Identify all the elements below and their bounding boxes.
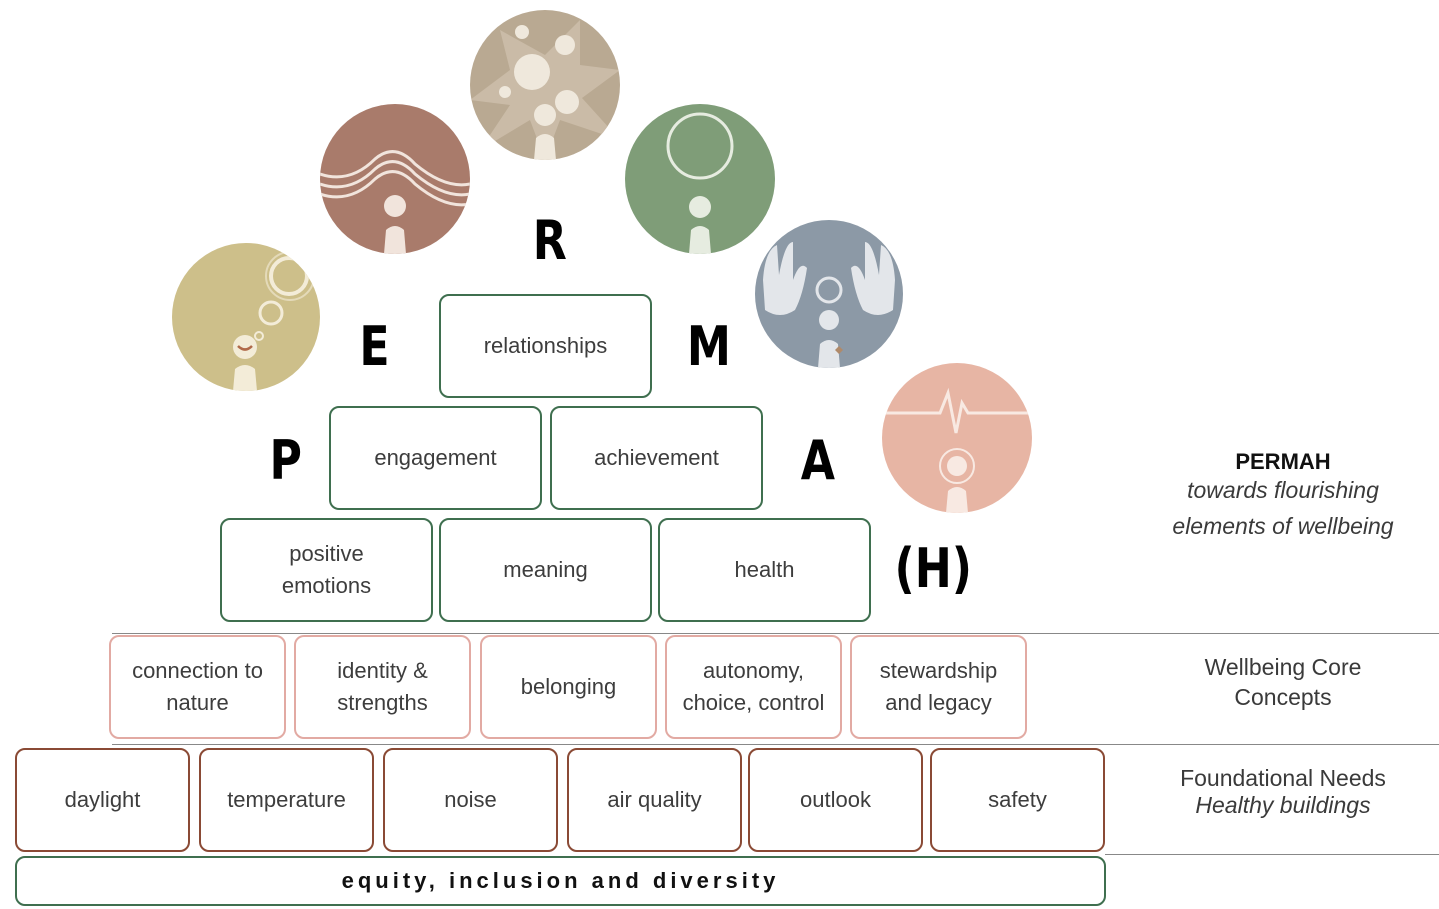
divider-bottom <box>1105 854 1439 855</box>
permah-subtitle-1: towards flourishing <box>1187 477 1379 503</box>
foundational-need-box: safety <box>930 748 1105 852</box>
foundational-need-box: air quality <box>567 748 742 852</box>
relationships-icon <box>470 10 620 160</box>
divider-top <box>112 633 1439 634</box>
engagement-icon <box>320 104 470 254</box>
permah-label: PERMAH towards flourishing elements of w… <box>1140 448 1426 540</box>
letter-h: (H) <box>894 537 973 600</box>
letter-m: M <box>686 315 731 378</box>
relationships-box: relationships <box>439 294 652 398</box>
letter-p: P <box>269 429 303 492</box>
meaning-icon <box>625 104 775 254</box>
core-concept-box: autonomy, choice, control <box>665 635 842 739</box>
core-concept-box: identity & strengths <box>294 635 471 739</box>
foundational-needs-label: Foundational Needs Healthy buildings <box>1140 764 1426 818</box>
positive-emotions-box: positive emotions <box>220 518 433 622</box>
equity-base-box: equity, inclusion and diversity <box>15 856 1106 906</box>
letter-e: E <box>359 315 390 378</box>
core-concepts-label: Wellbeing Core Concepts <box>1140 652 1426 712</box>
found-label-line-1: Foundational Needs <box>1180 765 1386 791</box>
health-box: health <box>658 518 871 622</box>
core-label-line-1: Wellbeing Core <box>1204 654 1362 680</box>
positive-emotions-icon <box>172 243 320 391</box>
foundational-need-box: outlook <box>748 748 923 852</box>
achievement-icon <box>755 220 903 368</box>
health-icon <box>882 363 1032 513</box>
found-label-line-2: Healthy buildings <box>1195 792 1371 818</box>
letter-r: R <box>532 209 567 272</box>
permah-title: PERMAH <box>1235 449 1331 474</box>
core-concept-box: connection to nature <box>109 635 286 739</box>
engagement-box: engagement <box>329 406 542 510</box>
divider-middle <box>112 744 1439 745</box>
core-concept-box: stewardship and legacy <box>850 635 1027 739</box>
meaning-box: meaning <box>439 518 652 622</box>
foundational-need-box: daylight <box>15 748 190 852</box>
foundational-need-box: noise <box>383 748 558 852</box>
foundational-need-box: temperature <box>199 748 374 852</box>
letter-a: A <box>800 429 836 492</box>
core-concept-box: belonging <box>480 635 657 739</box>
core-label-line-2: Concepts <box>1234 684 1332 710</box>
achievement-box: achievement <box>550 406 763 510</box>
permah-subtitle-2: elements of wellbeing <box>1172 513 1394 539</box>
